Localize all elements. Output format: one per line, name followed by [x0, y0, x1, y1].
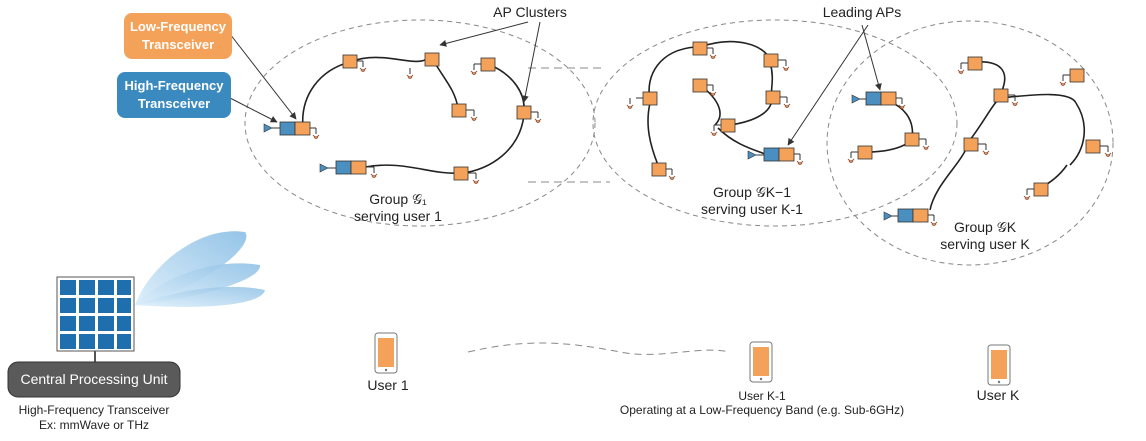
leading-ap-cluster-1: [263, 121, 320, 139]
beam-lobes: [135, 231, 265, 307]
user-1-label: User 1: [367, 377, 408, 393]
cluster-k1-aps: [626, 41, 791, 180]
cluster-ellipse-1: [244, 19, 596, 227]
annotation-arrows: [229, 21, 882, 146]
band-caption: Operating at a Low-Frequency Band (e.g. …: [620, 403, 904, 417]
low-freq-legend-line1: Low-Frequency: [130, 19, 227, 34]
high-freq-legend-line1: High-Frequency: [125, 78, 225, 93]
user-k1-phone-icon: [749, 341, 773, 383]
group-1-sub: serving user 1: [354, 208, 442, 224]
cluster-k-aps: [847, 56, 1112, 200]
group-k-sub: serving user K: [940, 236, 1030, 252]
cluster-1-links: [301, 56, 525, 174]
group-1-label: Group 𝒢₁: [369, 191, 427, 207]
user-k-phone-icon: [987, 344, 1011, 386]
cpu-box: [7, 361, 181, 398]
cluster-ellipse-k1: [592, 19, 958, 227]
leading-ap-cluster-k1: [747, 147, 804, 165]
user-gap-dashes: [467, 342, 731, 355]
cluster-k1-links: [647, 40, 774, 166]
low-freq-legend-box: [124, 13, 232, 59]
cluster-ellipse-k: [826, 20, 1114, 266]
cpu-caption-line2: Ex: mmWave or THz: [39, 418, 149, 432]
group-k1-label: Group 𝒢K−1: [713, 184, 791, 200]
cpu-caption-line1: High-Frequency Transceiver: [19, 403, 170, 417]
high-freq-legend-box: [117, 72, 231, 118]
low-freq-legend-line2: Transceiver: [142, 37, 214, 52]
ap-clusters-label: AP Clusters: [493, 4, 567, 20]
group-k-label: Group 𝒢K: [954, 219, 1017, 235]
leading-ap-cluster-1b: [319, 160, 378, 178]
group-k1-sub: serving user K-1: [701, 201, 803, 217]
user-1-phone-icon: [374, 332, 398, 374]
antenna-panel-icon: [56, 276, 135, 362]
user-k1-label: User K-1: [738, 389, 786, 403]
leading-ap-cluster-k-inner: [851, 91, 906, 109]
user-k-label: User K: [977, 387, 1020, 403]
leading-aps-label: Leading APs: [823, 4, 902, 20]
cluster-k-links: [865, 61, 1085, 211]
cluster-1-aps: [342, 52, 542, 184]
leading-ap-cluster-k: [883, 208, 938, 226]
high-freq-legend-line2: Transceiver: [138, 96, 210, 111]
cpu-label: Central Processing Unit: [20, 371, 167, 387]
